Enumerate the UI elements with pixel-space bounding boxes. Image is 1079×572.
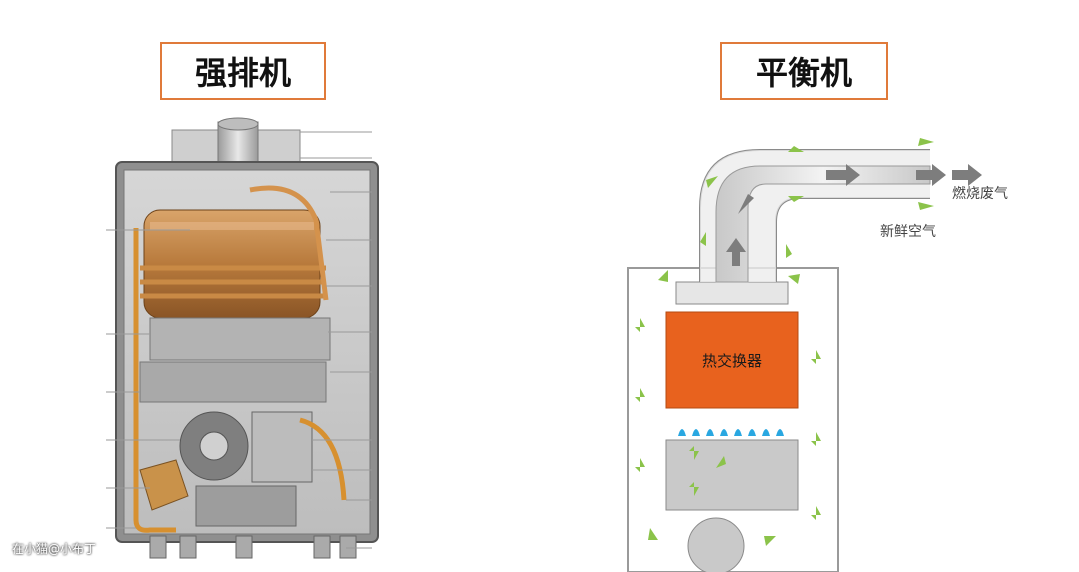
- fresh-air-label: 新鲜空气: [880, 224, 936, 240]
- balanced-flue-heater: 热交换器 燃烧废气 新鲜空气: [627, 138, 1008, 572]
- burner-flames: [678, 429, 784, 436]
- heat-exchanger-box: [665, 311, 799, 409]
- water-valve: [139, 459, 189, 511]
- copper-tubes: [140, 265, 326, 299]
- exhaust-gas-label: 燃烧废气: [952, 185, 1008, 202]
- forced-exhaust-heater: [106, 117, 379, 559]
- fresh-air-arrows: [635, 138, 934, 546]
- control-box: [195, 485, 297, 527]
- exhaust-arrows: [726, 164, 982, 266]
- combustion-fan: [687, 517, 745, 572]
- combustion-chamber: [149, 317, 331, 361]
- water-pipe: [133, 228, 176, 533]
- heat-exchanger-label: 热交换器: [702, 352, 762, 370]
- strong-exhaust-title: 强排机: [160, 42, 326, 100]
- gas-valve: [251, 411, 313, 483]
- balanced-type-title: 平衡机: [720, 42, 888, 100]
- burner: [665, 439, 799, 511]
- leader-lines: [106, 131, 372, 549]
- watermark: 在小猫@小布丁: [12, 542, 97, 556]
- flue-collar: [675, 281, 789, 305]
- burner-cover: [139, 361, 327, 403]
